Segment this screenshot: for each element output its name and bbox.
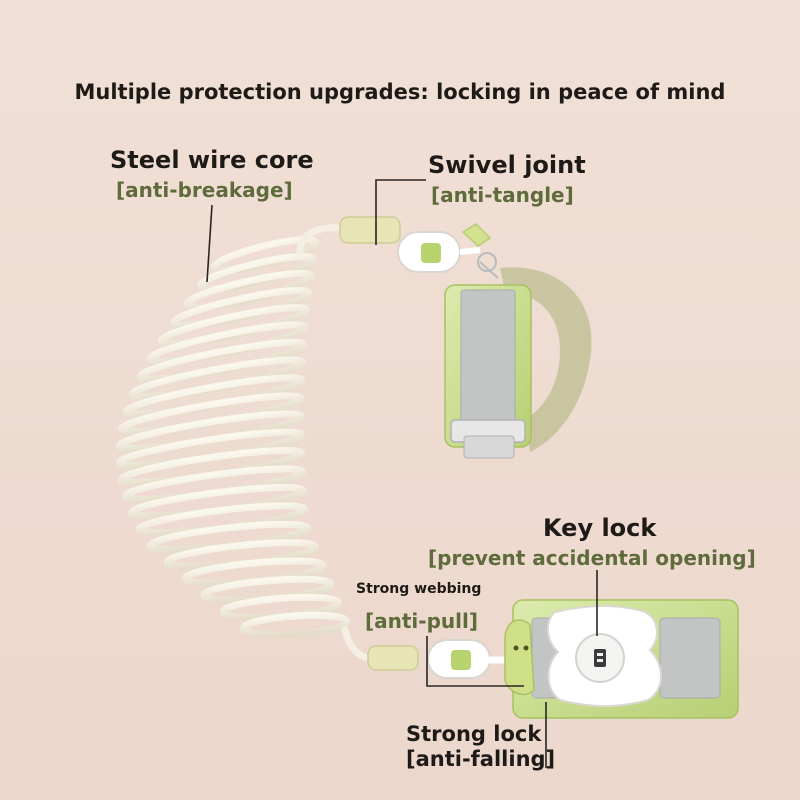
bottom-wrist-band bbox=[504, 599, 739, 719]
cable-lead-top bbox=[296, 224, 349, 256]
swivel-joint-bottom bbox=[427, 639, 512, 679]
swivel-joint-note: [anti-tangle] bbox=[431, 183, 574, 207]
key-lock-note: [prevent accidental opening] bbox=[428, 546, 756, 570]
strong-lock-label: Strong lock bbox=[406, 722, 542, 746]
steel-wire-note: [anti-breakage] bbox=[116, 178, 293, 202]
coil-loop bbox=[239, 611, 351, 639]
page-title: Multiple protection upgrades: locking in… bbox=[74, 80, 726, 104]
coil-loop bbox=[135, 502, 309, 537]
swivel-joint-label: Swivel joint bbox=[428, 151, 586, 179]
bottom-connector-sleeve bbox=[367, 645, 419, 671]
top-wrist-band bbox=[444, 267, 592, 459]
key-lock-label: Key lock bbox=[543, 514, 657, 542]
coiled-steel-cable bbox=[115, 236, 351, 639]
strong-lock-note: [anti-falling] bbox=[406, 747, 556, 771]
webbing-note: [anti-pull] bbox=[365, 609, 478, 633]
steel-wire-label: Steel wire core bbox=[110, 146, 314, 174]
swivel-joint-top bbox=[397, 223, 499, 279]
webbing-label: Strong webbing bbox=[356, 581, 482, 597]
callout-lines bbox=[206, 179, 598, 768]
top-connector-sleeve bbox=[339, 216, 401, 244]
